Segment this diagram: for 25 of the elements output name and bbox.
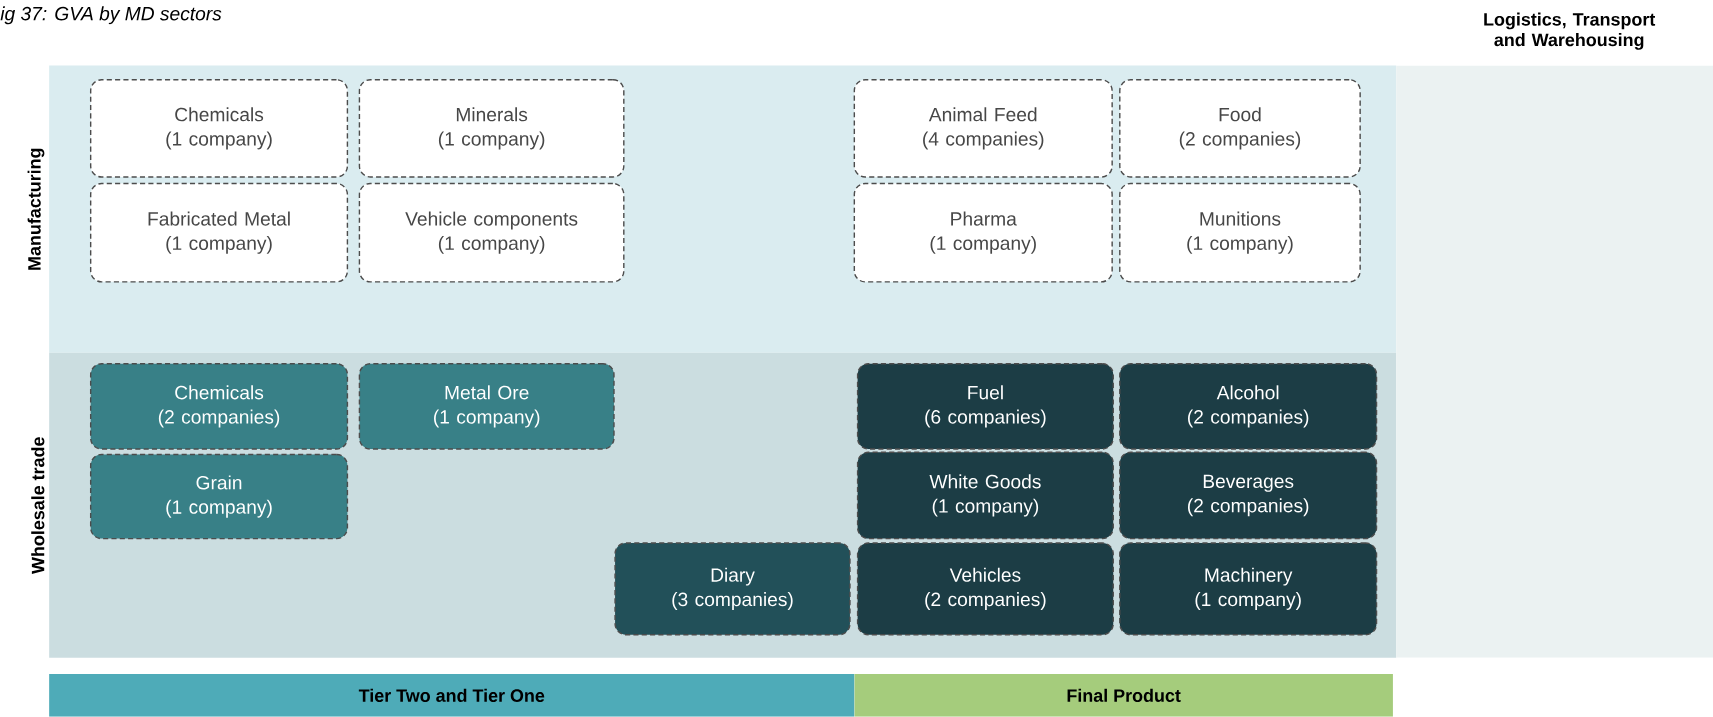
- sector-box: Grain (1 company): [89, 453, 349, 540]
- sector-box: Chemicals (1 company): [89, 79, 349, 178]
- sector-box: Vehicle components (1 company): [358, 183, 625, 283]
- sector-box: Fuel (6 companies): [856, 363, 1114, 450]
- sector-box: White Goods (1 company): [856, 451, 1114, 540]
- node-label: Logistics, Transport and Warehousing: [1484, 12, 1656, 51]
- sector-box: Vehicles (2 companies): [856, 542, 1114, 636]
- sector-box: Fabricated Metal (1 company): [89, 183, 349, 283]
- node-label: Wholesale trade: [31, 437, 45, 575]
- column-panel: Logistics, Transport and Warehousing: [1396, 12, 1713, 658]
- sector-box: Minerals (1 company): [358, 79, 625, 178]
- sector-box: Diary (3 companies): [614, 542, 851, 636]
- tier-bar: Tier Two and Tier One: [49, 674, 855, 717]
- sector-box: Munitions (1 company): [1119, 183, 1361, 283]
- sector-box: Alcohol (2 companies): [1119, 363, 1378, 450]
- sector-box: Food (2 companies): [1119, 79, 1361, 178]
- sector-box: Animal Feed (4 companies): [853, 79, 1113, 178]
- node-label: Manufacturing: [27, 148, 45, 270]
- tier-bar: Final Product: [854, 674, 1393, 717]
- sector-box: Chemicals (2 companies): [89, 363, 349, 450]
- sector-box: Metal Ore (1 company): [358, 363, 615, 450]
- sector-box: Beverages (2 companies): [1119, 451, 1378, 540]
- sector-box: Machinery (1 company): [1119, 542, 1378, 636]
- figure-title: ig 37: GVA by MD sectors: [0, 6, 222, 25]
- sector-box: Pharma (1 company): [853, 183, 1113, 283]
